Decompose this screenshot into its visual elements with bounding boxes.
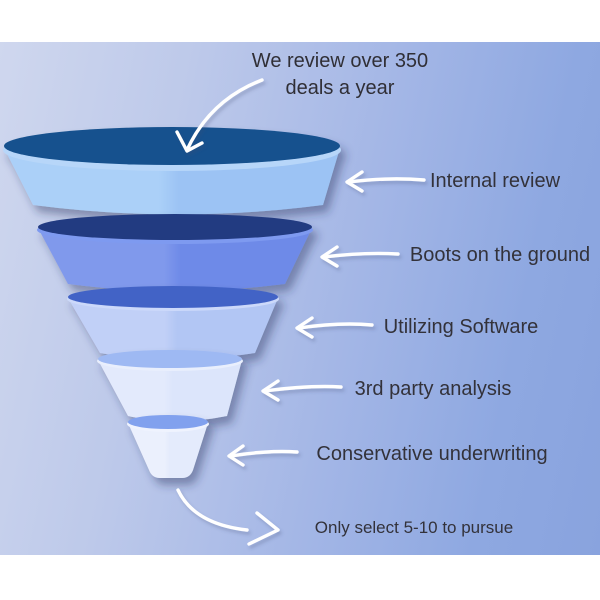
arrow-3rd-party-analysis	[263, 384, 343, 393]
arrowhead-conservative-underwriting	[227, 444, 245, 467]
title: We review over 350 deals a year	[252, 48, 428, 102]
arrowhead-funnel-to-footer	[247, 511, 280, 546]
stage-label-boots-on-the-ground: Boots on the ground	[409, 244, 591, 266]
arrow-internal-review	[347, 177, 426, 184]
stage-label-conservative-underwriting: Conservative underwriting	[316, 443, 548, 465]
arrow-funnel-to-footer	[176, 488, 249, 532]
funnel-stage-conservative-underwriting	[127, 415, 209, 478]
arrowhead-3rd-party-analysis	[261, 379, 280, 402]
arrow-conservative-underwriting	[229, 449, 299, 458]
funnel-stage-body	[38, 228, 312, 291]
arrowhead-utilizing-software	[295, 316, 314, 339]
funnel-stage-body	[128, 423, 208, 478]
funnel-stage-internal-review	[3, 127, 341, 215]
funnel-stage-top	[38, 214, 312, 240]
funnel-stage-top	[4, 127, 340, 165]
funnel-stage-top	[98, 350, 242, 368]
funnel-stage-body	[68, 298, 278, 360]
footer-text: Only select 5-10 to pursue	[314, 518, 514, 537]
funnel-stage-top	[68, 286, 278, 308]
funnel-stage-3rd-party-analysis	[97, 350, 243, 422]
funnel-stage-boots-on-the-ground	[37, 214, 313, 291]
arrows	[175, 78, 426, 546]
stage-label-3rd-party-analysis: 3rd party analysis	[354, 378, 512, 400]
arrowhead-internal-review	[345, 170, 364, 193]
arrow-utilizing-software	[297, 322, 374, 330]
title-line1: We review over 350	[251, 50, 429, 72]
arrowhead-title-to-funnel	[175, 130, 204, 153]
stage-label-utilizing-software: Utilizing Software	[383, 316, 539, 338]
funnel-stage-utilizing-software	[67, 286, 279, 360]
arrowhead-boots-on-the-ground	[320, 245, 339, 268]
arrow-title-to-funnel	[185, 78, 264, 152]
stage-label-internal-review: Internal review	[429, 170, 561, 192]
title-line2: deals a year	[285, 77, 395, 99]
funnel-stage-body	[98, 360, 242, 422]
arrow-boots-on-the-ground	[322, 251, 400, 259]
funnel-stage-top	[128, 415, 208, 429]
